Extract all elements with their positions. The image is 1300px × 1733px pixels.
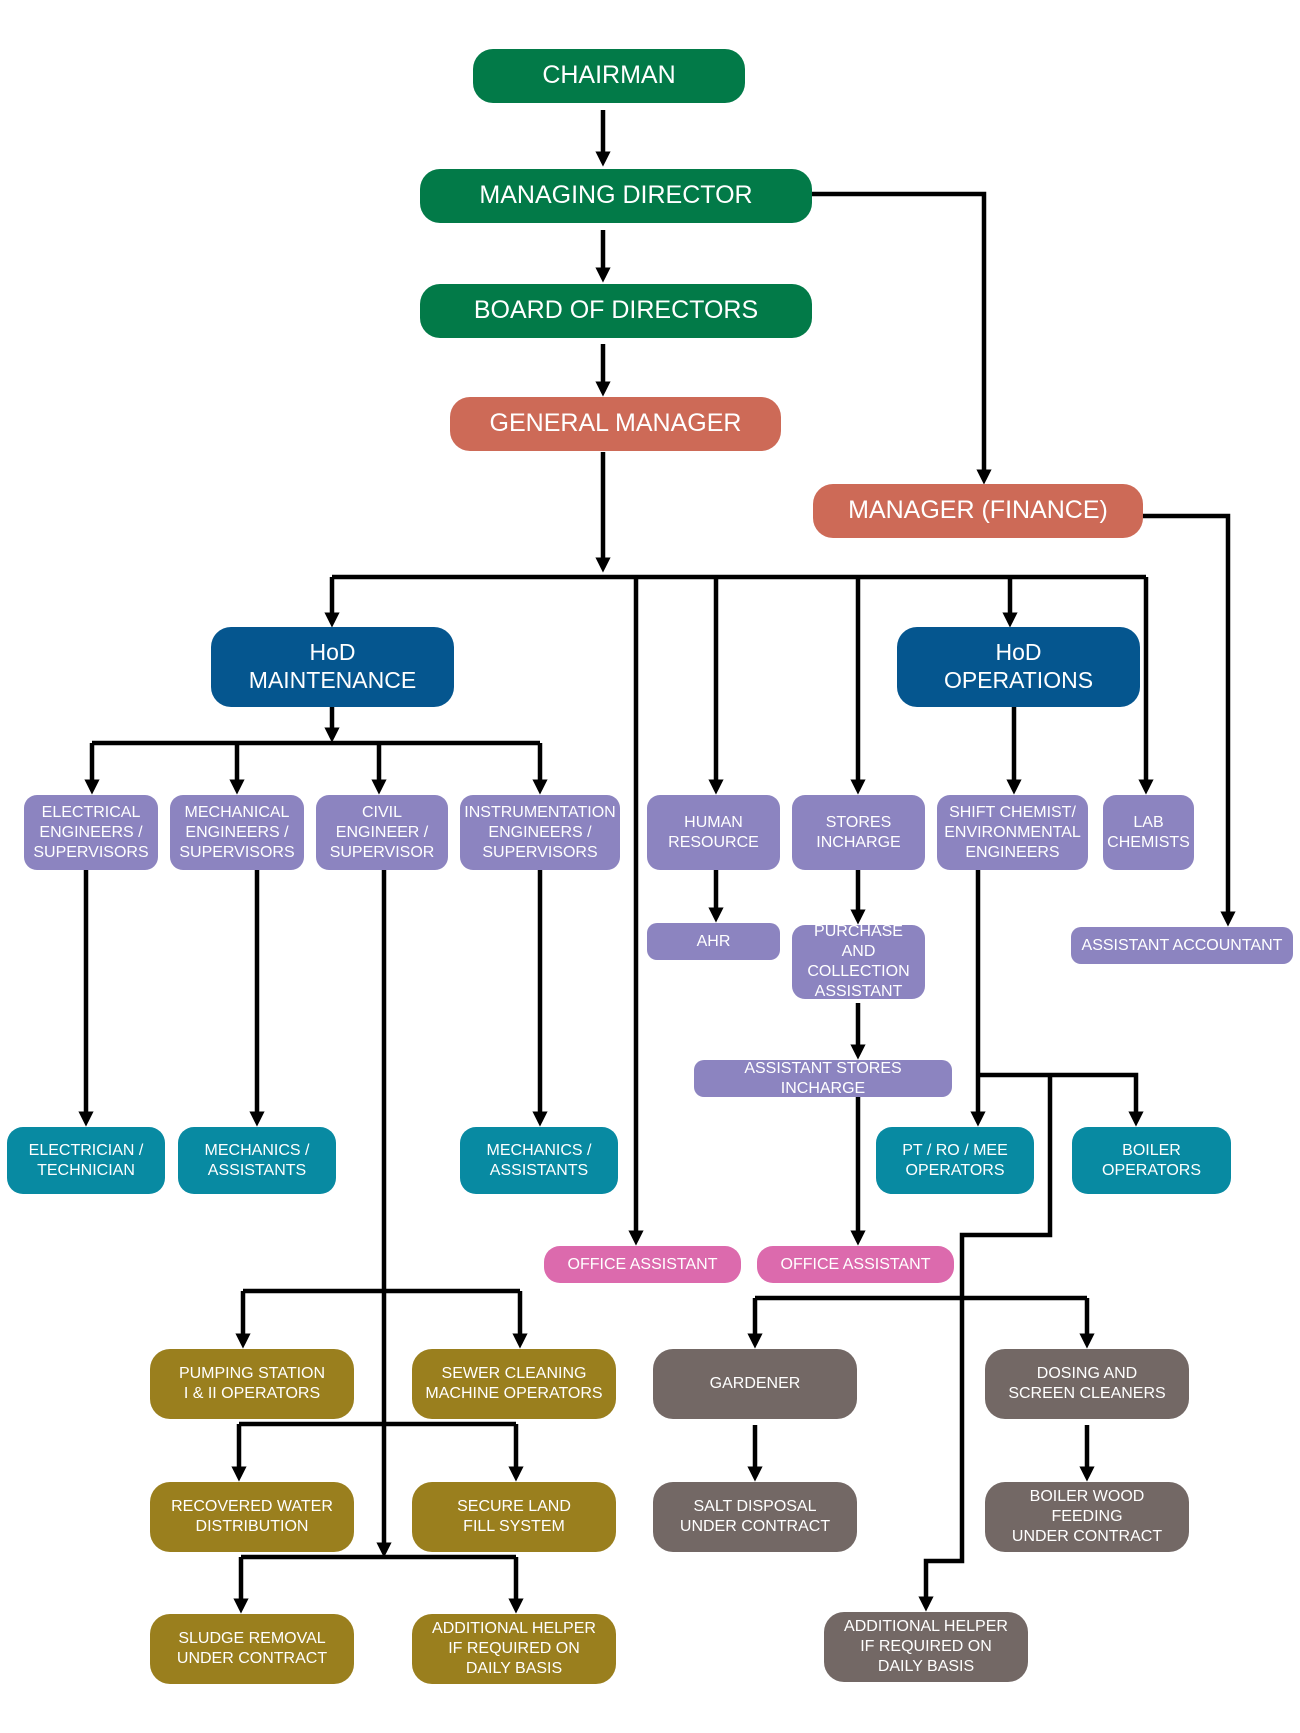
- assistant-accountant-box: ASSISTANT ACCOUNTANT: [1071, 927, 1293, 964]
- gardener-box: GARDENER: [653, 1349, 857, 1419]
- boiler-wood-box: BOILER WOOD FEEDING UNDER CONTRACT: [985, 1482, 1189, 1552]
- chairman-box: CHAIRMAN: [473, 49, 745, 103]
- lab-chemists-box: LAB CHEMISTS: [1103, 795, 1194, 870]
- electrician-box: ELECTRICIAN / TECHNICIAN: [7, 1127, 165, 1194]
- connector-38: [978, 1072, 1144, 1127]
- stores-incharge-box: STORES INCHARGE: [792, 795, 925, 870]
- connector-3: [812, 191, 992, 485]
- pumping-station-box: PUMPING STATION I & II OPERATORS: [150, 1349, 354, 1419]
- office-assistant-1-box: OFFICE ASSISTANT: [544, 1246, 741, 1283]
- mechanics-assistants-2-box: MECHANICS / ASSISTANTS: [460, 1127, 618, 1194]
- office-assistant-2-box: OFFICE ASSISTANT: [757, 1246, 954, 1283]
- dosing-screen-box: DOSING AND SCREEN CLEANERS: [985, 1349, 1189, 1419]
- ahr-box: AHR: [647, 923, 780, 960]
- general-manager-box: GENERAL MANAGER: [450, 397, 781, 451]
- salt-disposal-box: SALT DISPOSAL UNDER CONTRACT: [653, 1482, 857, 1552]
- civil-engineer-box: CIVIL ENGINEER / SUPERVISOR: [316, 795, 448, 870]
- mechanical-engineers-box: MECHANICAL ENGINEERS / SUPERVISORS: [170, 795, 304, 870]
- additional-helper-1-box: ADDITIONAL HELPER IF REQUIRED ON DAILY B…: [412, 1614, 616, 1684]
- pt-ro-mee-box: PT / RO / MEE OPERATORS: [876, 1127, 1034, 1194]
- board-of-directors-box: BOARD OF DIRECTORS: [420, 284, 812, 338]
- purchase-assistant-box: PURCHASE AND COLLECTION ASSISTANT: [792, 923, 925, 1000]
- managing-director-box: MANAGING DIRECTOR: [420, 169, 812, 223]
- boiler-operators-box: BOILER OPERATORS: [1072, 1127, 1231, 1194]
- hod-operations-box: HoD OPERATIONS: [897, 627, 1140, 707]
- manager-finance-box: MANAGER (FINANCE): [813, 484, 1143, 538]
- recovered-water-box: RECOVERED WATER DISTRIBUTION: [150, 1482, 354, 1552]
- assistant-stores-incharge-box: ASSISTANT STORES INCHARGE: [694, 1060, 952, 1097]
- sludge-removal-box: SLUDGE REMOVAL UNDER CONTRACT: [150, 1614, 354, 1684]
- sewer-cleaning-box: SEWER CLEANING MACHINE OPERATORS: [412, 1349, 616, 1419]
- secure-land-fill-box: SECURE LAND FILL SYSTEM: [412, 1482, 616, 1552]
- shift-chemist-box: SHIFT CHEMIST/ ENVIRONMENTAL ENGINEERS: [937, 795, 1088, 870]
- human-resource-box: HUMAN RESOURCE: [647, 795, 780, 870]
- mechanics-assistants-1-box: MECHANICS / ASSISTANTS: [178, 1127, 336, 1194]
- additional-helper-2-box: ADDITIONAL HELPER IF REQUIRED ON DAILY B…: [824, 1612, 1028, 1682]
- electrical-engineers-box: ELECTRICAL ENGINEERS / SUPERVISORS: [24, 795, 158, 870]
- hod-maintenance-box: HoD MAINTENANCE: [211, 627, 454, 707]
- connector-5: [1143, 513, 1236, 927]
- instrumentation-engineers-box: INSTRUMENTATION ENGINEERS / SUPERVISORS: [460, 795, 620, 870]
- connectors: [78, 110, 1236, 1614]
- connector-39: [918, 1075, 1053, 1612]
